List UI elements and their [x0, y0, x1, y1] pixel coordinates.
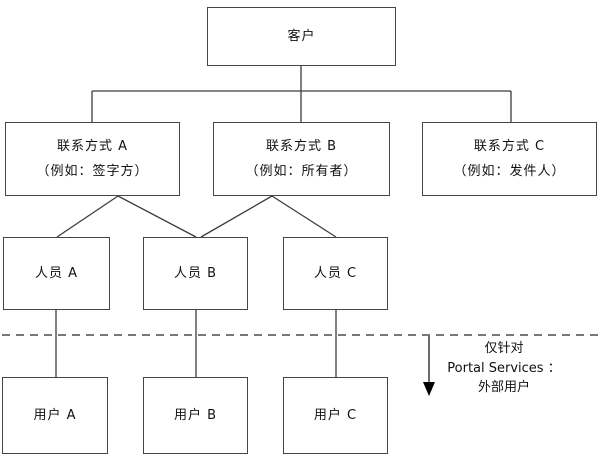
node-contact-b: 联系方式 B （例如：所有者） [213, 122, 390, 196]
node-contact-c: 联系方式 C （例如：发件人） [422, 122, 597, 196]
down-arrow-icon [423, 336, 435, 396]
node-contact-a-label: 联系方式 A [56, 139, 129, 154]
node-user-b: 用户 B [143, 377, 248, 454]
node-user-b-label: 用户 B [173, 408, 218, 423]
node-person-c: 人员 C [283, 237, 388, 310]
node-person-a: 人员 A [3, 237, 110, 310]
node-user-a: 用户 A [2, 377, 108, 454]
node-customer: 客户 [207, 7, 396, 66]
node-contact-a: 联系方式 A （例如：签字方） [5, 122, 180, 196]
node-contact-a-example: （例如：签字方） [36, 164, 149, 179]
annotation-line-2: Portal Services ： [447, 360, 561, 376]
edge-contact-a-person-a [56, 195, 119, 238]
edge-contact-b-person-b [200, 195, 273, 238]
annotation-line-1: 仅针对 [484, 341, 524, 356]
node-person-c-label: 人员 C [313, 266, 358, 281]
node-person-b: 人员 B [143, 237, 248, 310]
node-customer-label: 客户 [287, 29, 316, 44]
node-contact-c-example: （例如：发件人） [453, 164, 566, 179]
node-user-a-label: 用户 A [33, 408, 77, 423]
annotation-line-3: 外部用户 [477, 380, 530, 395]
edge-contact-a-person-b [117, 195, 197, 238]
node-person-b-label: 人员 B [173, 266, 218, 281]
portal-services-annotation: 仅针对 Portal Services ： 外部用户 [433, 339, 575, 398]
node-person-a-label: 人员 A [34, 266, 79, 281]
node-user-c: 用户 C [283, 377, 388, 454]
node-contact-b-example: （例如：所有者） [245, 164, 358, 179]
node-user-c-label: 用户 C [313, 408, 358, 423]
node-contact-b-label: 联系方式 B [265, 139, 338, 154]
edge-contact-b-person-c [271, 195, 337, 238]
node-contact-c-label: 联系方式 C [473, 139, 546, 154]
